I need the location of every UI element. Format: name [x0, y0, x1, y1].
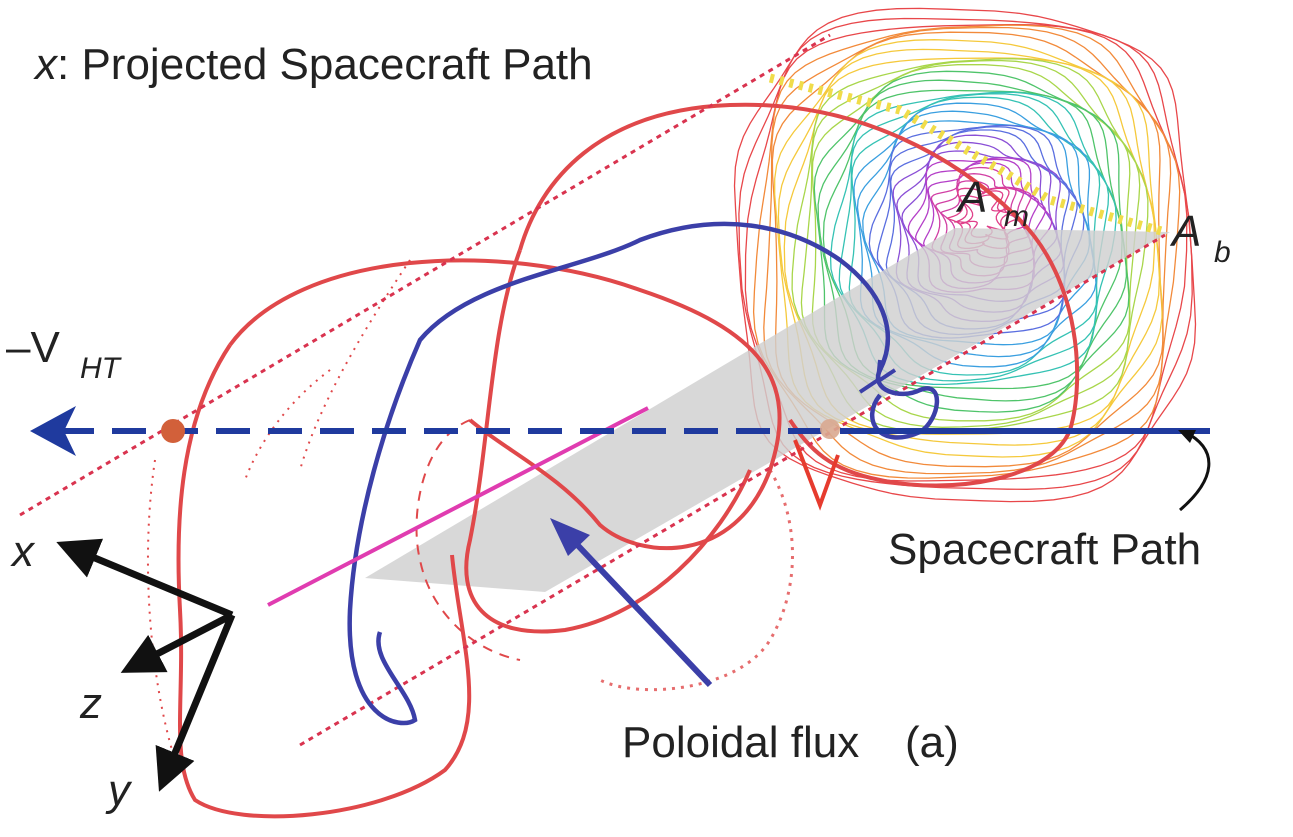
vht-label-sub: HT — [80, 352, 123, 385]
contour-line — [752, 24, 1181, 479]
flux-rope-outer-loop — [228, 258, 782, 551]
contour-line — [771, 31, 1164, 468]
contour-line — [959, 194, 1010, 238]
projected-path-lower — [299, 233, 1166, 747]
flux-rope-front-loop — [599, 469, 794, 692]
poloidal-flux-pointer-head — [550, 518, 590, 556]
ab-label-sub: b — [1214, 236, 1231, 269]
contour-line — [738, 17, 1193, 490]
path-marker-right — [820, 419, 840, 439]
contour-line — [791, 58, 1149, 432]
flux-rope-dotted-left — [146, 259, 411, 761]
panel-label: (a) — [905, 718, 959, 767]
am-label-main: A — [955, 173, 987, 222]
axis-x-label: x — [10, 527, 36, 576]
flux-rope-middle-loop — [464, 249, 752, 634]
contour-line — [800, 59, 1141, 428]
axis-y-label: y — [105, 766, 133, 815]
vht-arrowhead — [30, 406, 76, 456]
flux-rope-top-loop — [518, 102, 1080, 488]
callout-arrowhead — [1178, 430, 1196, 443]
ab-label-main: A — [1169, 207, 1201, 256]
spacecraft-path-callout — [1179, 430, 1211, 512]
contour-line — [848, 96, 1101, 376]
contour-line — [811, 64, 1131, 422]
poloidal-flux-pointer — [565, 532, 713, 688]
path-marker-left — [161, 419, 185, 443]
contour-line — [783, 57, 1156, 435]
projected-path-upper — [19, 33, 831, 517]
poloidal-flux-plane — [365, 228, 1170, 592]
contour-line — [822, 89, 1123, 390]
contour-line — [763, 26, 1172, 475]
coordinate-axes — [56, 538, 236, 792]
contour-line — [744, 23, 1188, 482]
flux-rope-axis — [267, 406, 649, 607]
flux-rope-left-loop — [176, 343, 472, 819]
boundary-yellow-dotted — [768, 73, 1167, 237]
contour-line — [853, 102, 1097, 368]
contour-line — [829, 91, 1117, 386]
contour-line — [862, 120, 1091, 346]
red-direction-chevron — [793, 439, 840, 511]
poloidal-flux-label: Poloidal flux — [622, 718, 859, 767]
contour-map — [733, 7, 1197, 503]
field-line-arrowhead — [858, 359, 897, 394]
contour-line — [813, 70, 1130, 413]
projected-path-label: x: Projected Spacecraft Path — [33, 40, 593, 89]
vht-label-main: –V — [6, 323, 60, 372]
contour-line — [868, 124, 1085, 339]
am-label-sub: m — [1004, 200, 1029, 233]
axis-z-label: z — [79, 679, 102, 728]
spacecraft-path-label: Spacecraft Path — [888, 525, 1201, 574]
contour-line — [838, 93, 1110, 382]
helical-field-line — [347, 221, 940, 726]
